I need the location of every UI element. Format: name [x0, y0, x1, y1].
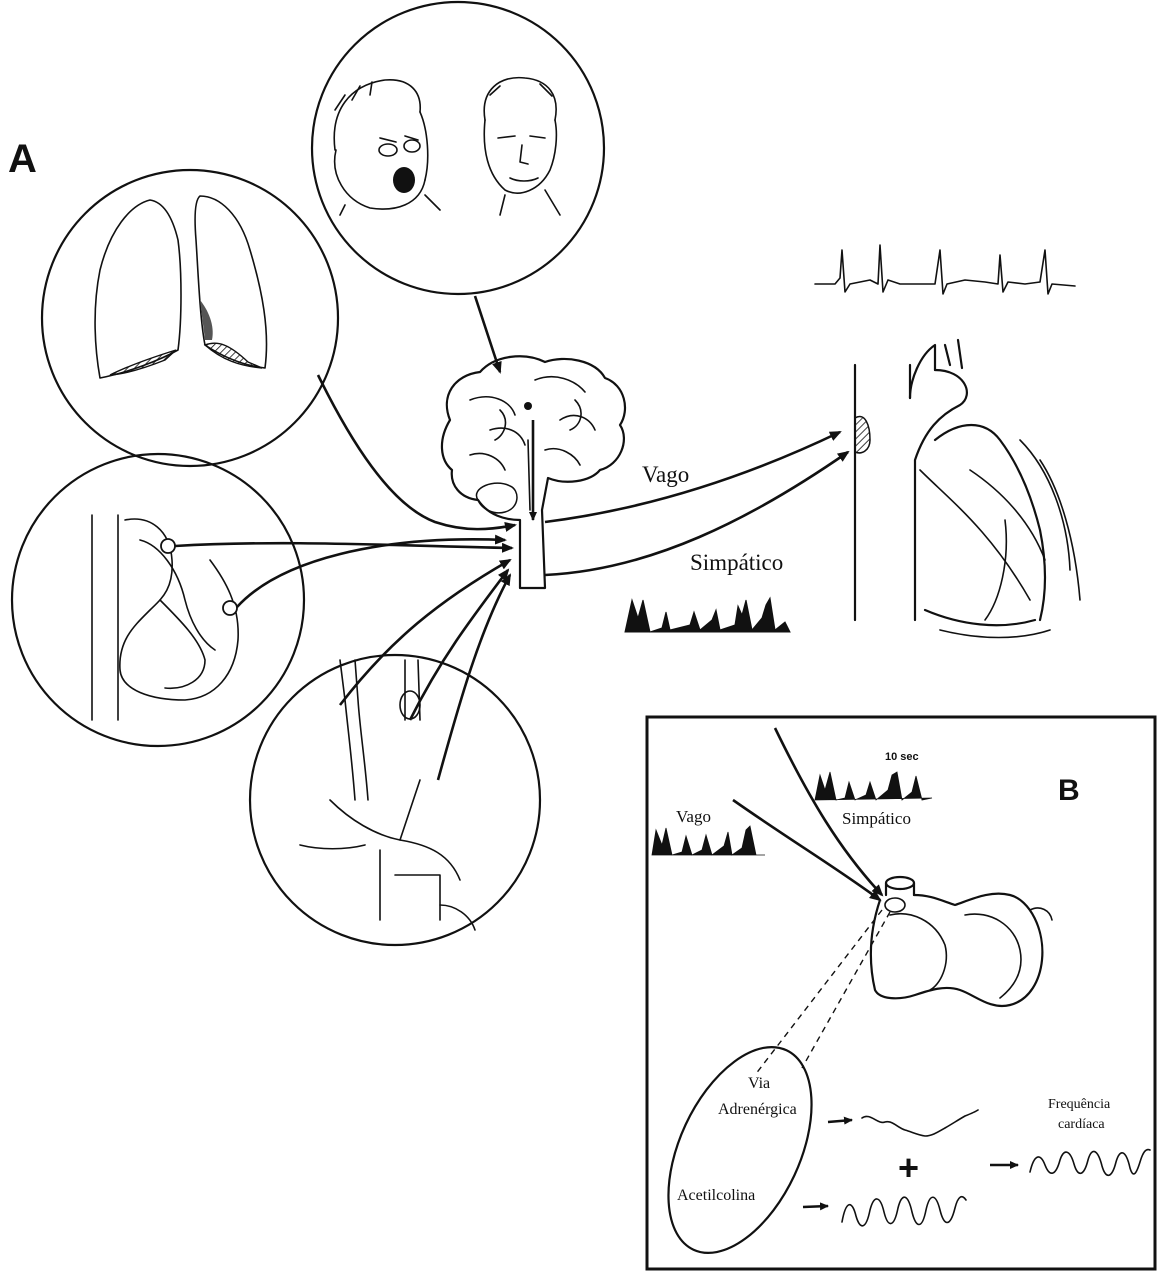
lungs-drawing: [95, 196, 266, 378]
sympathetic-nerve-trace: [625, 598, 790, 632]
ecg-trace: [815, 245, 1075, 294]
heart-drawing: [855, 340, 1080, 638]
inset-panel-b: B 10 sec Vago Simpático Via Adrenérgica …: [639, 717, 1155, 1275]
faces-to-brain-arrow: [475, 296, 500, 372]
time-scale-label: 10 sec: [885, 751, 919, 763]
cardiaca-label: cardíaca: [1058, 1117, 1105, 1132]
acetilcolina-label: Acetilcolina: [677, 1187, 755, 1204]
inset-simpatico-label: Simpático: [842, 809, 911, 828]
panel-b-label: B: [1058, 774, 1080, 807]
sinoatrial-node-marker: [855, 417, 870, 453]
via-label: Via: [748, 1075, 770, 1092]
adrenergica-label: Adrenérgica: [718, 1101, 797, 1118]
lungs-circle: [42, 170, 338, 466]
frequencia-label: Frequência: [1048, 1097, 1111, 1112]
simpatico-label: Simpático: [690, 550, 783, 575]
inset-vago-label: Vago: [676, 807, 711, 826]
vago-label: Vago: [642, 462, 689, 487]
carotid-lower-arrow: [237, 539, 505, 607]
plus-sign: +: [898, 1147, 919, 1188]
aortic-circle: [250, 655, 540, 945]
afferent-pathways: [175, 296, 533, 780]
carotid-sinus-drawing: [92, 515, 238, 720]
aortic-vessels-drawing: [300, 660, 475, 930]
acetylcholine-arrow: [803, 1206, 828, 1207]
lungs-to-brainstem-arrow: [318, 375, 515, 529]
calm-face-drawing: [484, 78, 560, 215]
carotid-upper-arrow: [175, 543, 512, 548]
faces-circle: [312, 2, 604, 294]
panel-a-label: A: [8, 137, 37, 181]
distressed-face-drawing: [334, 80, 440, 215]
carotid-sinus-circle: [12, 454, 304, 746]
